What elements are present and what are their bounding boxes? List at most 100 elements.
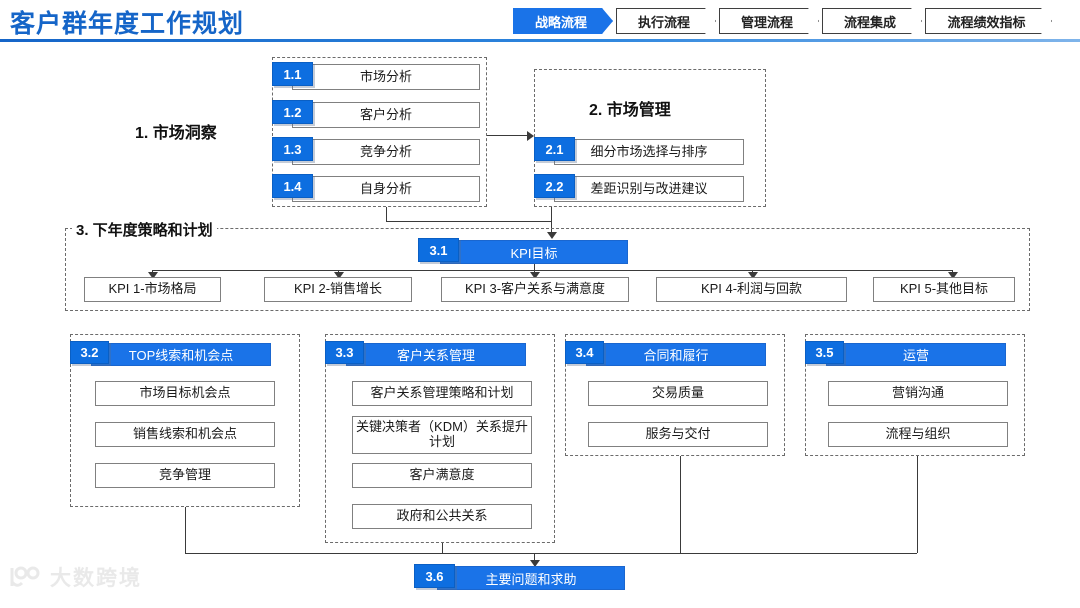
kpi-label: KPI 3-客户关系与满意度 bbox=[464, 281, 606, 297]
badge-number: 3.4 bbox=[575, 345, 594, 360]
footer-bar[interactable]: 主要问题和求助 bbox=[437, 566, 625, 590]
footer-badge: 3.6 bbox=[414, 564, 455, 588]
connector-3-3-down bbox=[442, 543, 443, 553]
connector-3-4-down bbox=[680, 456, 681, 553]
connector-3-2-down bbox=[185, 507, 186, 553]
kpi-box[interactable]: KPI 5-其他目标 bbox=[873, 277, 1015, 302]
badge-number: 3.6 bbox=[425, 568, 444, 584]
footer-label: 主要问题和求助 bbox=[485, 571, 577, 587]
column-3-3-badge: 3.3 bbox=[325, 341, 364, 364]
kpi-distribution-bar bbox=[152, 270, 952, 271]
tab-label: 流程绩效指标 bbox=[947, 14, 1026, 30]
kpi-label: KPI 4-利润与回款 bbox=[700, 281, 803, 297]
column-title: TOP线索和机会点 bbox=[128, 348, 234, 363]
kpi-header-bar[interactable]: KPI目标 bbox=[440, 240, 628, 264]
section2-item-badge: 2.1 bbox=[534, 137, 575, 161]
badge-number: 3.3 bbox=[335, 345, 354, 360]
section1-heading: 1. 市场洞察 bbox=[135, 125, 217, 142]
column-3-5-item[interactable]: 营销沟通 bbox=[828, 381, 1008, 406]
section2-heading: 2. 市场管理 bbox=[589, 102, 671, 119]
item-label: 服务与交付 bbox=[645, 426, 711, 442]
connector-merge-bar bbox=[386, 221, 552, 222]
kpi-trunk-down bbox=[534, 264, 535, 270]
kpi-box[interactable]: KPI 2-销售增长 bbox=[264, 277, 412, 302]
kpi-box[interactable]: KPI 4-利润与回款 bbox=[656, 277, 847, 302]
badge-number: 1.1 bbox=[283, 66, 302, 82]
connector-s1-down bbox=[386, 207, 387, 221]
column-3-3-item[interactable]: 政府和公共关系 bbox=[352, 504, 532, 529]
column-3-2-item[interactable]: 市场目标机会点 bbox=[95, 381, 275, 406]
tab-label: 战略流程 bbox=[534, 14, 587, 30]
watermark-text: 大数跨境 bbox=[50, 567, 142, 590]
tab-label: 管理流程 bbox=[740, 14, 793, 30]
badge-number: 1.4 bbox=[283, 178, 302, 194]
section2-item-box[interactable]: 差距识别与改进建议 bbox=[554, 176, 744, 202]
section1-item-box[interactable]: 市场分析 bbox=[292, 64, 480, 90]
tab-execution-process[interactable]: 执行流程 bbox=[616, 8, 716, 34]
column-3-3-item[interactable]: 关键决策者（KDM）关系提升计划 bbox=[352, 416, 532, 454]
section1-item-badge: 1.4 bbox=[272, 174, 313, 198]
column-3-4-container bbox=[565, 334, 785, 456]
section1-item-badge: 1.3 bbox=[272, 137, 313, 161]
column-3-4-header[interactable]: 合同和履行 bbox=[586, 343, 766, 366]
column-3-4-item[interactable]: 服务与交付 bbox=[588, 422, 768, 447]
section1-item-box[interactable]: 自身分析 bbox=[292, 176, 480, 202]
tab-management-process[interactable]: 管理流程 bbox=[719, 8, 819, 34]
watermark: 大数跨境 bbox=[8, 562, 142, 592]
page-title: 客户群年度工作规划 bbox=[10, 10, 245, 38]
column-3-3-header[interactable]: 客户关系管理 bbox=[346, 343, 526, 366]
column-3-4-item[interactable]: 交易质量 bbox=[588, 381, 768, 406]
section1-item-box[interactable]: 竞争分析 bbox=[292, 139, 480, 165]
section2-item-box[interactable]: 细分市场选择与排序 bbox=[554, 139, 744, 165]
tab-label: 流程集成 bbox=[843, 14, 896, 30]
connector-to-kpi-header-arrow bbox=[547, 232, 557, 239]
item-label: 政府和公共关系 bbox=[396, 508, 488, 524]
kpi-branch-arrow bbox=[530, 272, 540, 279]
item-label: 流程与组织 bbox=[885, 426, 951, 442]
column-title: 运营 bbox=[902, 348, 929, 363]
connector-s2-down bbox=[551, 207, 552, 221]
item-label: 客户关系管理策略和计划 bbox=[370, 385, 514, 401]
badge-number: 1.2 bbox=[283, 104, 302, 120]
column-3-2-header[interactable]: TOP线索和机会点 bbox=[91, 343, 271, 366]
connector-to-footer-arrow bbox=[530, 560, 540, 567]
tab-strategy-process[interactable]: 战略流程 bbox=[513, 8, 613, 34]
item-label: 市场目标机会点 bbox=[139, 385, 231, 401]
section2-item-label: 细分市场选择与排序 bbox=[590, 143, 708, 159]
section1-item-label: 客户分析 bbox=[359, 106, 412, 122]
column-3-2-container bbox=[70, 334, 300, 507]
column-3-2-item[interactable]: 竞争管理 bbox=[95, 463, 275, 488]
section3-heading: 3. 下年度策略和计划 bbox=[72, 219, 217, 240]
column-3-5-item[interactable]: 流程与组织 bbox=[828, 422, 1008, 447]
watermark-logo-icon bbox=[10, 566, 40, 587]
tab-label: 执行流程 bbox=[637, 14, 690, 30]
badge-number: 3.2 bbox=[80, 345, 99, 360]
kpi-box[interactable]: KPI 1-市场格局 bbox=[84, 277, 221, 302]
tab-process-integration[interactable]: 流程集成 bbox=[822, 8, 922, 34]
section1-item-label: 市场分析 bbox=[359, 68, 412, 84]
badge-number: 3.1 bbox=[429, 242, 448, 258]
item-label: 交易质量 bbox=[651, 385, 704, 401]
column-title: 客户关系管理 bbox=[396, 348, 475, 363]
kpi-header-label: KPI目标 bbox=[510, 245, 558, 261]
tab-process-kpi[interactable]: 流程绩效指标 bbox=[925, 8, 1052, 34]
column-title: 合同和履行 bbox=[643, 348, 709, 363]
connector-merge-bottom bbox=[185, 553, 917, 554]
connector-3-5-down bbox=[917, 456, 918, 553]
column-3-5-header[interactable]: 运营 bbox=[826, 343, 1006, 366]
kpi-box[interactable]: KPI 3-客户关系与满意度 bbox=[441, 277, 629, 302]
column-3-3-container bbox=[325, 334, 555, 543]
section1-item-box[interactable]: 客户分析 bbox=[292, 102, 480, 128]
column-3-5-container bbox=[805, 334, 1025, 456]
column-3-2-item[interactable]: 销售线索和机会点 bbox=[95, 422, 275, 447]
connector-s1-to-s2-arrow bbox=[527, 131, 534, 141]
item-label: 客户满意度 bbox=[409, 467, 475, 483]
breadcrumb: 战略流程 执行流程 管理流程 流程集成 流程绩效指标 bbox=[513, 8, 1052, 34]
section1-item-badge: 1.1 bbox=[272, 62, 313, 86]
column-3-3-item[interactable]: 客户关系管理策略和计划 bbox=[352, 381, 532, 406]
column-3-3-item[interactable]: 客户满意度 bbox=[352, 463, 532, 488]
section2-item-label: 差距识别与改进建议 bbox=[590, 180, 708, 196]
kpi-label: KPI 1-市场格局 bbox=[108, 281, 197, 297]
section1-item-badge: 1.2 bbox=[272, 100, 313, 124]
